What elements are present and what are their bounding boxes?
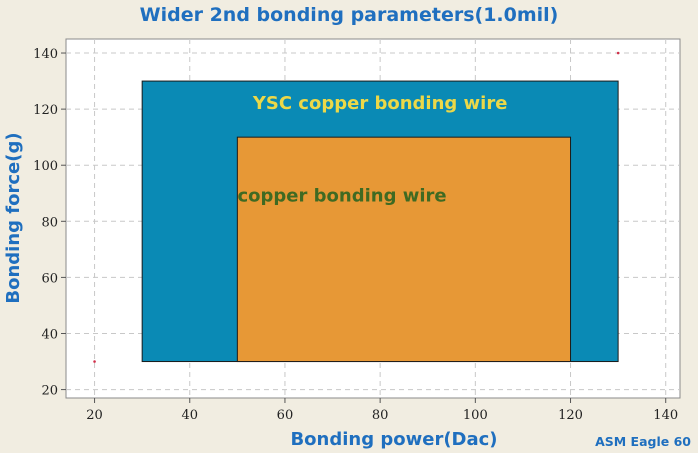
x-axis-label: Bonding power(Dac): [290, 429, 497, 450]
x-tick-label: 140: [653, 408, 678, 423]
x-tick-label: 80: [372, 408, 389, 423]
footer-label: ASM Eagle 60: [595, 434, 691, 449]
ticks: 20 40 60 80 100 120 140 20 40 60 80 100 120 140: [33, 47, 678, 423]
x-tick-label: 20: [86, 408, 103, 423]
x-tick-label: 120: [558, 408, 583, 423]
data-point: [616, 51, 620, 55]
ysc-copper-region-label: YSC copper bonding wire: [252, 93, 508, 114]
chart-title: Wider 2nd bonding parameters(1.0mil): [140, 4, 559, 26]
copper-region: [236, 136, 572, 363]
y-tick-label: 80: [41, 215, 58, 230]
regions: YSC copper bonding wire copper bonding wi…: [141, 80, 619, 363]
y-tick-label: 100: [33, 159, 58, 174]
data-point: [93, 360, 96, 363]
y-tick-label: 120: [33, 103, 58, 118]
y-tick-label: 40: [41, 327, 58, 342]
points: [93, 51, 620, 363]
x-tick-label: 40: [181, 408, 198, 423]
x-tick-label: 60: [277, 408, 294, 423]
y-axis-label: Bonding force(g): [3, 132, 24, 303]
y-tick-label: 20: [41, 384, 58, 399]
x-tick-label: 100: [463, 408, 488, 423]
y-tick-label: 140: [33, 47, 58, 62]
y-tick-label: 60: [41, 271, 58, 286]
copper-region-label: copper bonding wire: [237, 186, 446, 207]
